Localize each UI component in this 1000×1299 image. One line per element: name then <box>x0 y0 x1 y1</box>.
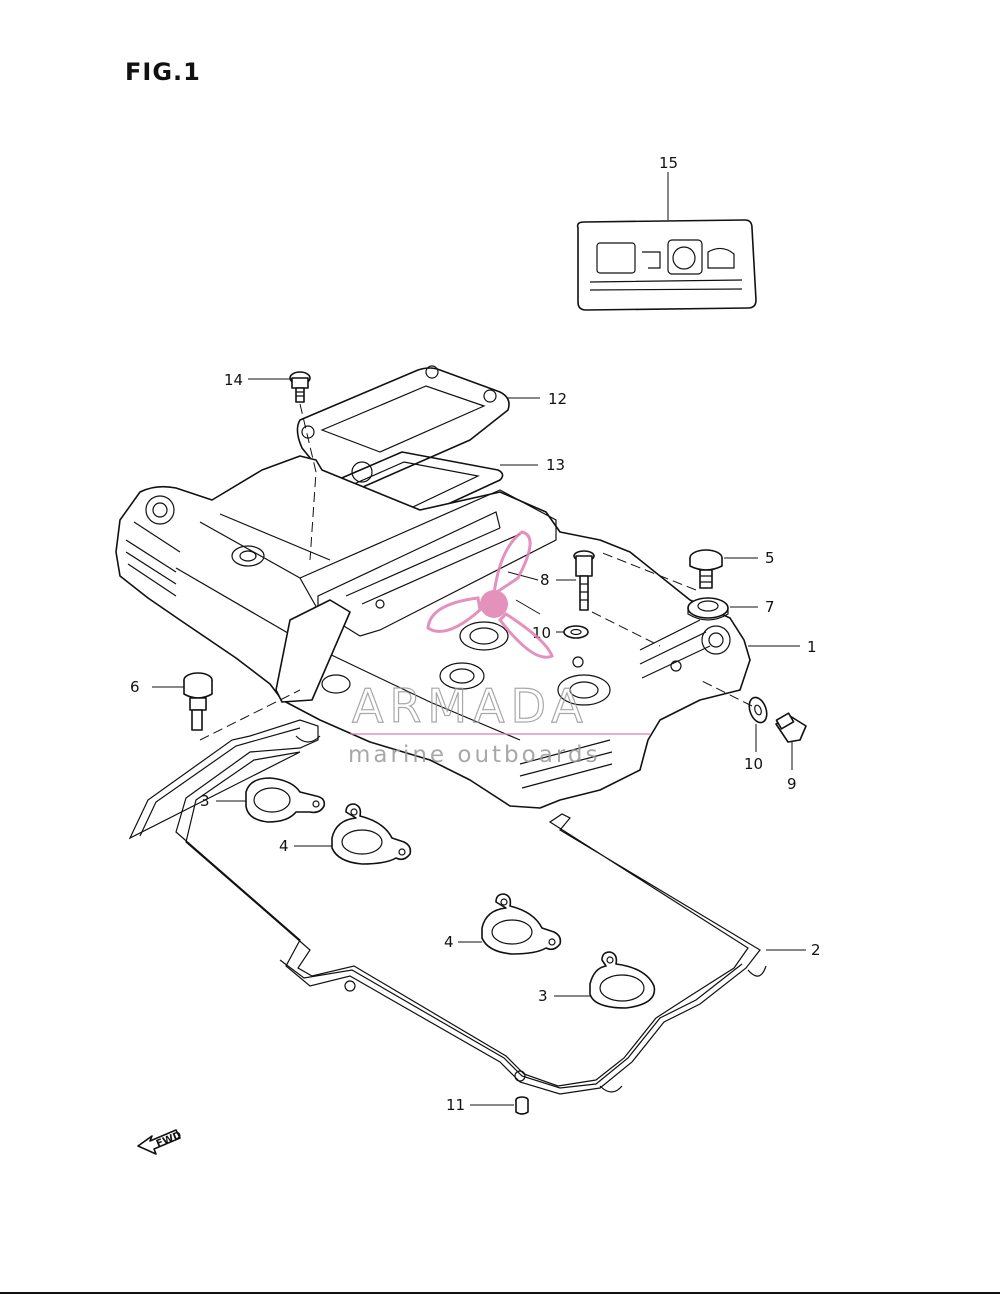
dowel-pin <box>515 1096 529 1115</box>
stepped-bolt <box>183 672 213 731</box>
washer-lower <box>748 696 768 724</box>
armada-watermark: ARMADA marine outboards <box>348 530 650 768</box>
watermark-brand: ARMADA <box>352 679 589 733</box>
callout-9: 9 <box>787 775 797 793</box>
assembly-guide-lines <box>199 403 753 741</box>
callout-5: 5 <box>765 549 775 567</box>
propeller-blade-left <box>426 596 482 633</box>
propeller-blade-top <box>492 530 532 598</box>
callout-2: 2 <box>811 941 821 959</box>
propeller-hub <box>480 590 508 618</box>
callout-1: 1 <box>807 638 817 656</box>
callout-labels: 15 14 12 13 5 8 7 10 1 6 10 9 3 4 4 2 3 … <box>130 154 821 1114</box>
plug-hole-seal-3b <box>589 951 656 1009</box>
callout-11: 11 <box>446 1096 465 1114</box>
callout-3-lower: 3 <box>538 987 548 1005</box>
figure-title: FIG.1 <box>125 58 201 86</box>
cover-gasket <box>128 719 767 1095</box>
short-bolt <box>775 712 807 743</box>
callout-15: 15 <box>659 154 678 172</box>
plug-hole-seal-4b <box>481 893 562 955</box>
callout-13: 13 <box>546 456 565 474</box>
screw <box>289 371 311 403</box>
cap-bolt <box>689 549 723 589</box>
callout-14: 14 <box>224 371 243 389</box>
callout-4-upper: 4 <box>279 837 289 855</box>
washer-upper <box>563 625 589 639</box>
propeller-blade-right <box>498 612 554 659</box>
gasket-set-pack <box>576 219 757 311</box>
grommet <box>687 597 729 621</box>
plug-hole-seal-4a <box>331 803 412 865</box>
callout-8: 8 <box>540 571 550 589</box>
propeller-logo <box>426 530 554 659</box>
callout-7: 7 <box>765 598 775 616</box>
watermark-tagline: marine outboards <box>348 742 600 768</box>
leader-lines <box>152 172 806 1106</box>
plug-hole-seal-3a <box>245 777 326 823</box>
callout-10-lower: 10 <box>744 755 763 773</box>
callout-6: 6 <box>130 678 140 696</box>
callout-3-upper: 3 <box>200 792 210 810</box>
callout-12: 12 <box>548 390 567 408</box>
forward-direction-marker: FWD <box>137 1129 183 1155</box>
long-bolt <box>573 550 595 611</box>
callout-4-lower: 4 <box>444 933 454 951</box>
